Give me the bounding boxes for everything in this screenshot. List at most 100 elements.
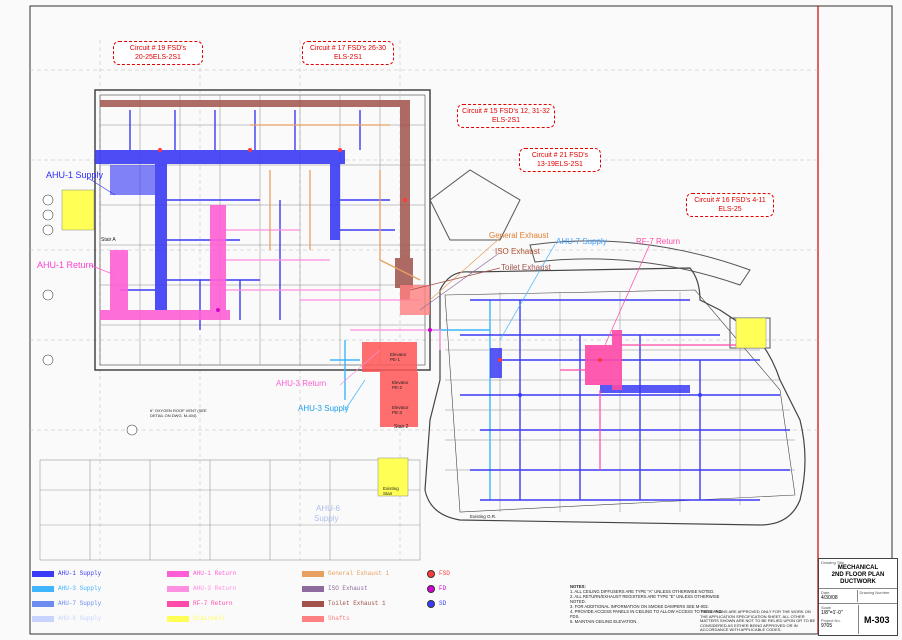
label-toilet-exhaust: Toilet Exhaust — [501, 263, 551, 272]
label-ahu3-return: AHU-3 Return — [276, 379, 327, 388]
drawing-title-label: Drawing Title — [821, 560, 845, 565]
legend-marker: FD — [427, 584, 446, 593]
legend-swatch — [302, 600, 324, 607]
general-exhaust-duct — [250, 124, 421, 281]
rf7-return-duct — [585, 330, 622, 390]
legend-swatch — [302, 585, 324, 592]
duct-legend: AHU-1 Supply AHU-1 Return General Exhaust … — [32, 566, 562, 630]
drawing-number-label-cell: Drawing Number — [858, 590, 896, 602]
notes-header: NOTES: — [570, 584, 586, 589]
legend-item: Shafts — [302, 614, 350, 623]
note-line: 2. ALL RETURN/EXHAUST REGISTERS ARE TYPE… — [570, 594, 720, 604]
label-ahu6: AHU-6 — [316, 504, 341, 513]
date-value: 4/30/08 — [821, 595, 838, 601]
circuit-callout: Circuit # 17 FSD's 26-30 ELS-2S1 — [302, 41, 394, 65]
legend-label: Stairwell — [193, 615, 226, 622]
legend-item: AHU-6 Supply — [32, 614, 101, 623]
legend-marker-label: FSD — [439, 570, 450, 577]
legend-swatch — [167, 570, 189, 577]
legend-label: AHU-3 Supply — [58, 585, 102, 592]
legend-swatch — [302, 570, 324, 577]
room-existing-stair: Existing Stair — [383, 486, 399, 496]
label-rf7-return: RF-7 Return — [636, 237, 681, 246]
circuit-line1: Circuit # 16 FSD's 4-11 — [694, 197, 766, 204]
room-existing-or: Existing O.R. — [470, 514, 497, 519]
drawing-number-label: Drawing Number — [859, 590, 890, 595]
legend-item: AHU-7 Supply — [32, 599, 101, 608]
legend-label: AHU-3 Return — [193, 585, 237, 592]
date-label: Date — [821, 590, 830, 595]
ahu7-main — [490, 348, 690, 393]
date-cell: Date 4/30/08 — [821, 590, 858, 602]
legend-label: AHU-1 Supply — [58, 570, 102, 577]
approval-note: THESE PLANS ARE APPROVED ONLY FOR THE WO… — [700, 609, 816, 633]
legend-label: ISO Exhaust — [328, 585, 368, 592]
title-block: Drawing Title MECHANICAL 2ND FLOOR PLAN … — [818, 558, 898, 636]
project-value: 9705 — [821, 623, 833, 629]
legend-item: AHU-3 Return — [167, 584, 236, 593]
legend-item: ISO Exhaust — [302, 584, 368, 593]
legend-swatch — [32, 570, 54, 577]
label-leaders — [87, 177, 651, 411]
label-ahu1-supply: AHU-1 Supply — [46, 170, 104, 180]
roof-vent-note: 6" OXYGEN ROOF VENT (SEE DETAIL ON DWG. … — [150, 408, 207, 418]
room-elevator-3: Elevator PE-3 — [392, 405, 409, 415]
legend-marker-dot — [427, 584, 435, 593]
room-elevator-2: Elevator PE-2 — [392, 380, 409, 390]
circuit-line2: 13-19ELS-2S1 — [537, 161, 583, 168]
legend-label: Shafts — [328, 615, 350, 622]
label-ahu7-supply: AHU-7 Supply — [556, 237, 607, 246]
ahu7-supply-duct — [460, 299, 790, 501]
room-stair-a: Stair A — [101, 237, 116, 243]
legend-swatch — [167, 585, 189, 592]
existing-lower-area — [39, 459, 421, 561]
scale-value: 1/8"=1'-0" — [821, 610, 843, 616]
legend-marker-dot — [427, 569, 435, 578]
label-ahu6-supply: Supply — [314, 514, 339, 523]
room-elevator-1: Elevator PE-1 — [390, 352, 407, 362]
legend-label: AHU-7 Supply — [58, 600, 102, 607]
legend-swatch — [302, 615, 324, 622]
circuit-callout: Circuit # 19 FSD's 20-25ELS-2S1 — [113, 41, 203, 65]
legend-label: AHU-6 Supply — [58, 615, 102, 622]
legend-label: AHU-1 Return — [193, 570, 237, 577]
legend-swatch — [32, 600, 54, 607]
legend-label: RF-7 Return — [193, 600, 233, 607]
title-section: Drawing Title MECHANICAL 2ND FLOOR PLAN … — [819, 559, 897, 589]
west-wing-outline — [94, 89, 431, 371]
legend-item: RF-7 Return — [167, 599, 233, 608]
stairwells — [61, 189, 767, 497]
ahu1-supply-duct — [95, 150, 345, 310]
damper-markers — [158, 148, 702, 397]
legend-swatch — [32, 585, 54, 592]
title-line-1: MECHANICAL — [837, 565, 879, 571]
circuit-callout: Circuit # 16 FSD's 4-11 ELS-25 — [686, 193, 774, 217]
date-row: Date 4/30/08 Drawing Number — [819, 589, 897, 604]
general-notes: NOTES: 1. ALL CEILING DIFFUSERS ARE TYPE… — [570, 584, 728, 624]
circuit-line1: Circuit # 15 FSD's 12, 31-32 — [462, 108, 550, 115]
scale-label: Scale — [821, 605, 832, 610]
legend-marker-label: SD — [439, 600, 447, 607]
circuit-callout: Circuit # 15 FSD's 12, 31-32 ELS-2S1 — [457, 104, 555, 128]
east-wing-outline — [424, 267, 806, 526]
legend-marker: FSD — [427, 569, 450, 578]
legend-label: General Exhaust 1 — [328, 570, 390, 577]
note-line: 1. ALL CEILING DIFFUSERS ARE TYPE "A" UN… — [570, 589, 715, 594]
label-iso-exhaust: ISO Exhaust — [495, 247, 540, 256]
ahu1-return-branches — [226, 229, 420, 301]
label-ahu3-supply: AHU-3 Supply — [298, 404, 349, 413]
label-ahu1-return: AHU-1 Return — [37, 260, 94, 270]
legend-marker-dot — [427, 599, 435, 608]
ahu3-supply-duct — [330, 300, 491, 500]
project-label: Project No. — [821, 618, 841, 623]
legend-swatch — [32, 615, 54, 622]
legend-item: AHU-1 Return — [167, 569, 236, 578]
circuit-line2: 20-25ELS-2S1 — [135, 54, 181, 61]
title-line-3: DUCTWORK — [840, 579, 876, 585]
circuit-line2: ELS-25 — [718, 206, 742, 213]
circuit-callout: Circuit # 21 FSD's 13-19ELS-2S1 — [519, 148, 601, 172]
legend-label: Toilet Exhaust 1 — [328, 600, 386, 607]
note-line: 4. PROVIDE ACCESS PANELS IN CEILING TO A… — [570, 609, 722, 619]
